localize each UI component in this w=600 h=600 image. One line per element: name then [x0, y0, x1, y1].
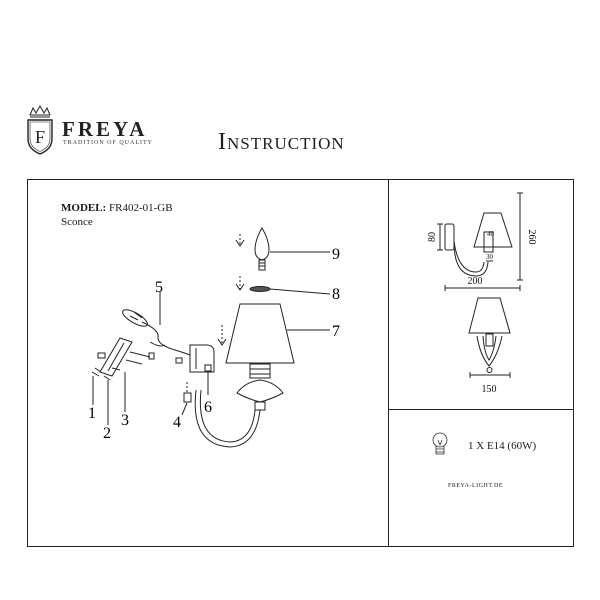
mounting-bracket — [91, 337, 155, 381]
callout-9: 9 — [332, 246, 340, 263]
model-label: MODEL: — [61, 202, 107, 214]
back-plate — [175, 344, 215, 373]
callout-5: 5 — [155, 279, 163, 296]
dim-side-width: 200 — [468, 276, 483, 287]
bulb-spec: 1 X E14 (60W) — [468, 440, 537, 452]
front-view — [468, 297, 511, 378]
monogram-shield-icon: F — [27, 119, 53, 155]
shade-ring — [235, 276, 271, 292]
panel-divider-vertical — [388, 179, 389, 547]
dim-front-width: 150 — [482, 384, 497, 395]
callout-3: 3 — [121, 412, 129, 429]
callout-8: 8 — [332, 286, 340, 303]
product-type: Sconce — [61, 216, 93, 228]
lamp-shade — [217, 303, 295, 364]
candle-bulb — [235, 227, 270, 271]
bulb-icon — [432, 432, 448, 455]
sheet-frame — [27, 179, 574, 547]
side-view — [437, 192, 523, 291]
model-value: FR402-01-GB — [108, 202, 173, 214]
wiring-terminal — [122, 309, 191, 356]
brand-logo: F — [27, 105, 53, 155]
socket-cup — [236, 363, 284, 411]
brand-tagline: TRADITION OF QUALITY — [63, 140, 153, 146]
dim-total-height: 260 — [526, 230, 537, 245]
callout-1: 1 — [88, 405, 96, 422]
leader-4 — [181, 382, 192, 416]
callout-2: 2 — [103, 425, 111, 442]
page-title: Instruction — [218, 129, 345, 155]
leader-8 — [269, 288, 331, 295]
dim-side-height: 80 — [427, 232, 438, 242]
model-line: MODEL: FR402-01-GB — [61, 202, 173, 214]
dim-shade-top: 40 — [487, 230, 495, 238]
footer-site: FREYA-LIGHT.DE — [448, 483, 504, 489]
curved-arm — [194, 389, 261, 448]
callout-7: 7 — [332, 323, 340, 340]
dim-shade-bottom: 30 — [486, 253, 494, 261]
callout-6: 6 — [204, 399, 212, 416]
crown-icon — [29, 105, 51, 118]
callout-4: 4 — [173, 414, 181, 431]
monogram-letter: F — [35, 127, 45, 147]
panel-divider-horizontal — [388, 409, 574, 410]
brand-name: FREYA — [62, 117, 148, 141]
